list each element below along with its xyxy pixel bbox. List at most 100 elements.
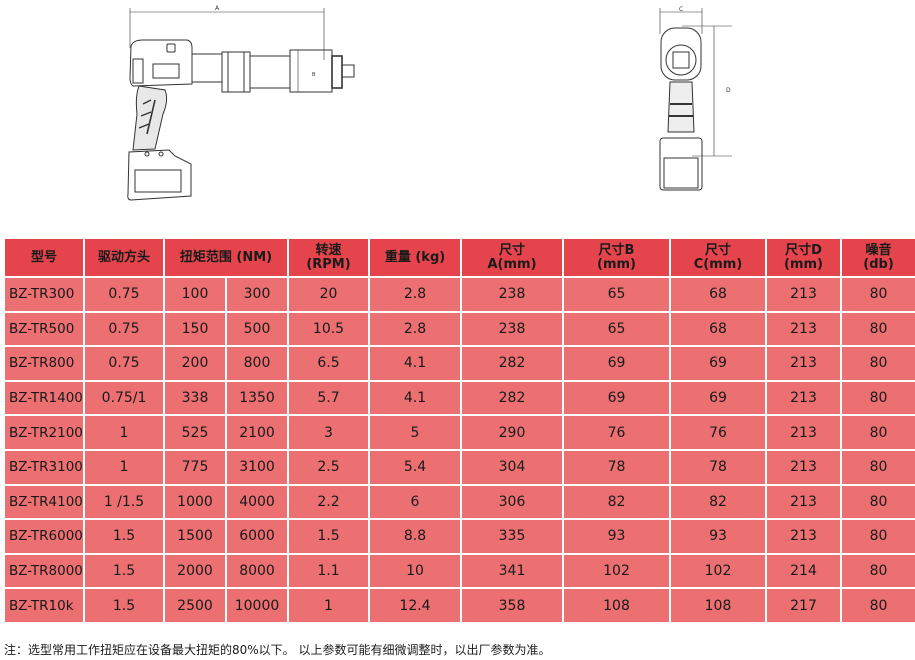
- specification-table: 型号 驱动方头 扭矩范围 (NM) 转速 (RPM) 重量 (kg) 尺寸 A(…: [3, 237, 915, 624]
- cell-model: BZ-TR3100: [3, 448, 85, 486]
- header-dim-a-line1: 尺寸: [499, 242, 526, 258]
- header-noise-line1: 噪音: [865, 242, 892, 258]
- cell-dim-c: 69: [669, 379, 768, 417]
- header-dim-d-line1: 尺寸D: [785, 242, 822, 258]
- cell-torque-max: 500: [224, 310, 290, 348]
- cell-dim-d: 213: [765, 276, 843, 313]
- cell-dim-b: 65: [562, 276, 672, 313]
- cell-dim-b: 76: [562, 414, 672, 451]
- cell-speed: 2.2: [287, 483, 371, 521]
- cell-speed: 20: [287, 276, 371, 313]
- cell-noise: 80: [840, 310, 915, 348]
- cell-dim-c: 108: [669, 587, 768, 624]
- cell-weight: 4.1: [368, 379, 463, 417]
- cell-dim-b: 78: [562, 448, 672, 486]
- cell-model: BZ-TR1400: [3, 379, 85, 417]
- cell-speed: 2.5: [287, 448, 371, 486]
- header-speed-line1: 转速: [315, 242, 342, 258]
- cell-drive: 0.75: [83, 276, 165, 313]
- cell-dim-a: 238: [460, 310, 565, 348]
- dimension-d-label: D: [726, 87, 731, 94]
- header-noise: 噪音 (db): [840, 237, 915, 278]
- cell-dim-a: 306: [460, 483, 565, 521]
- cell-dim-a: 358: [460, 587, 565, 624]
- header-torque-range: 扭矩范围 (NM): [162, 237, 290, 278]
- cell-dim-d: 213: [765, 379, 843, 417]
- cell-dim-d: 213: [765, 518, 843, 555]
- cell-noise: 80: [840, 414, 915, 451]
- cell-speed: 1: [287, 587, 371, 624]
- cell-drive: 1: [83, 414, 165, 451]
- header-dim-b-line1: 尺寸B: [598, 242, 635, 258]
- cell-model: BZ-TR500: [3, 310, 85, 348]
- cell-dim-a: 290: [460, 414, 565, 451]
- cell-weight: 4.1: [368, 345, 463, 382]
- header-dim-c-line1: 尺寸: [705, 242, 732, 258]
- cell-model: BZ-TR800: [3, 345, 85, 382]
- cell-weight: 2.8: [368, 276, 463, 313]
- header-dim-a: 尺寸 A(mm): [460, 237, 565, 278]
- cell-torque-max: 6000: [224, 518, 290, 555]
- cell-speed: 5.7: [287, 379, 371, 417]
- cell-model: BZ-TR300: [3, 276, 85, 313]
- table-header-row: 型号 驱动方头 扭矩范围 (NM) 转速 (RPM) 重量 (kg) 尺寸 A(…: [3, 237, 915, 278]
- cell-dim-d: 213: [765, 448, 843, 486]
- cell-dim-d: 213: [765, 345, 843, 382]
- cell-weight: 6: [368, 483, 463, 521]
- cell-dim-c: 69: [669, 345, 768, 382]
- cell-torque-min: 525: [163, 414, 227, 451]
- cell-speed: 10.5: [287, 310, 371, 348]
- cell-torque-min: 775: [163, 448, 227, 486]
- header-weight: 重量 (kg): [368, 237, 463, 278]
- cell-noise: 80: [840, 448, 915, 486]
- cell-noise: 80: [840, 483, 915, 521]
- cell-dim-b: 93: [562, 518, 672, 555]
- header-speed-line2: (RPM): [306, 256, 351, 272]
- cell-torque-min: 200: [163, 345, 227, 382]
- header-model: 型号: [3, 237, 85, 278]
- cell-torque-max: 3100: [224, 448, 290, 486]
- dimension-c-label: C: [679, 6, 683, 13]
- side-view-drawing: A B: [125, 4, 355, 204]
- cell-model: BZ-TR6000: [3, 518, 85, 555]
- cell-drive: 1: [83, 448, 165, 486]
- cell-noise: 80: [840, 552, 915, 590]
- cell-weight: 12.4: [368, 587, 463, 624]
- cell-dim-b: 108: [562, 587, 672, 624]
- cell-torque-max: 2100: [224, 414, 290, 451]
- footnote: 注：选型常用工作扭矩应在设备最大扭矩的80%以下。 以上参数可能有细微调整时，以…: [4, 643, 551, 657]
- cell-torque-max: 8000: [224, 552, 290, 590]
- cell-torque-min: 150: [163, 310, 227, 348]
- cell-torque-min: 1500: [163, 518, 227, 555]
- cell-weight: 2.8: [368, 310, 463, 348]
- cell-dim-d: 213: [765, 414, 843, 451]
- front-view-drawing: C D: [652, 4, 742, 194]
- cell-noise: 80: [840, 379, 915, 417]
- cell-torque-max: 300: [224, 276, 290, 313]
- header-dim-c: 尺寸 C(mm): [669, 237, 768, 278]
- cell-dim-d: 213: [765, 310, 843, 348]
- cell-torque-max: 4000: [224, 483, 290, 521]
- cell-dim-a: 238: [460, 276, 565, 313]
- cell-dim-c: 82: [669, 483, 768, 521]
- header-dim-c-line2: C(mm): [693, 256, 743, 272]
- cell-noise: 80: [840, 276, 915, 313]
- cell-model: BZ-TR8000: [3, 552, 85, 590]
- cell-dim-d: 217: [765, 587, 843, 624]
- cell-noise: 80: [840, 518, 915, 555]
- cell-dim-b: 82: [562, 483, 672, 521]
- cell-model: BZ-TR4100: [3, 483, 85, 521]
- header-drive: 驱动方头: [83, 237, 165, 278]
- cell-drive: 0.75: [83, 345, 165, 382]
- dimension-a-label: A: [215, 5, 220, 12]
- cell-dim-d: 213: [765, 483, 843, 521]
- header-speed: 转速 (RPM): [287, 237, 371, 278]
- cell-torque-max: 800: [224, 345, 290, 382]
- cell-dim-b: 65: [562, 310, 672, 348]
